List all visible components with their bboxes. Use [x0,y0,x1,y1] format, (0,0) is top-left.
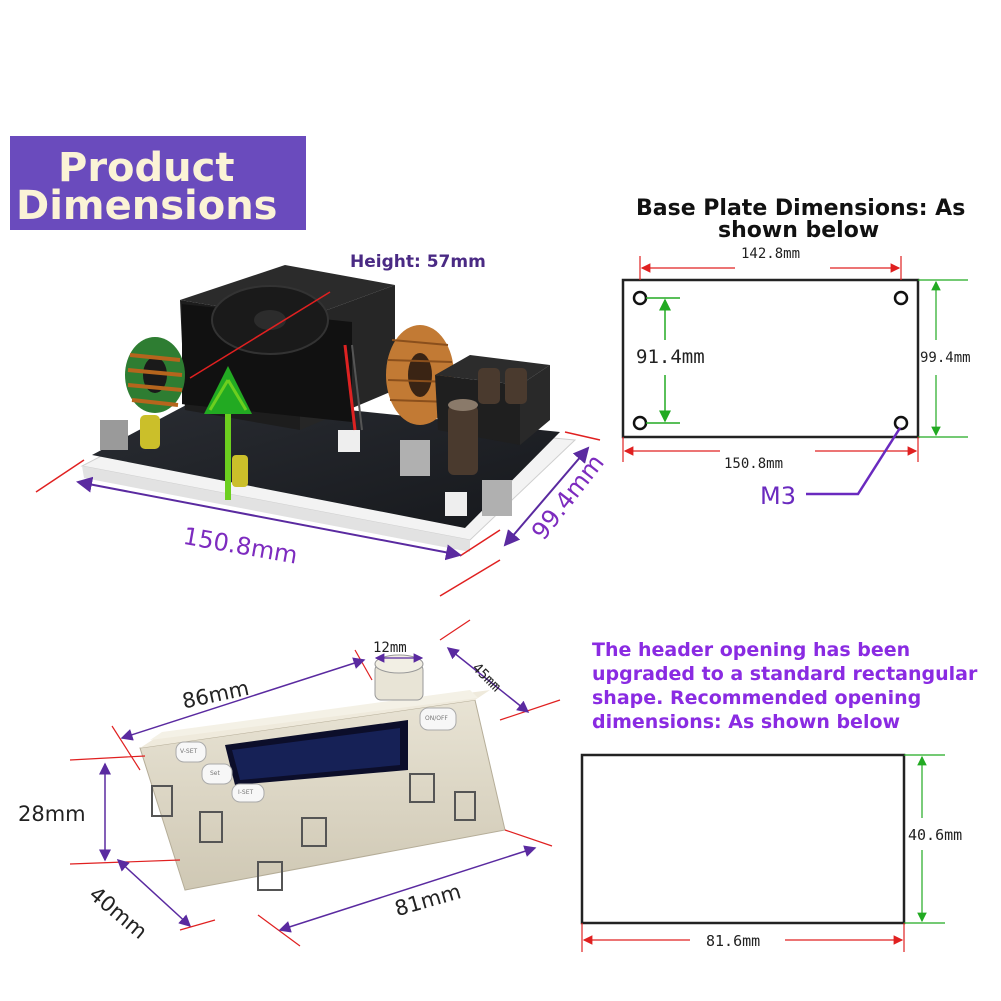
opening-drawing [580,753,945,952]
opening-note: The header opening has been upgraded to … [592,638,992,734]
module-dimension-lines [69,619,561,947]
hole-spacing-y-label: 91.4mm [636,346,705,368]
opening-width-label: 81.6mm [706,932,761,950]
button-set: Set [210,770,220,777]
board-illustration [80,265,577,552]
opening-note-line3: shape. Recommended opening [592,687,922,709]
knob-diameter-label: 12mm [373,640,407,656]
button-iset: I-SET [238,789,254,796]
plate-height-label: 99.4mm [920,350,971,366]
base-plate-drawing [621,256,968,496]
button-vset: V-SET [180,748,198,755]
base-plate-title-line1: Base Plate Dimensions: As [636,196,966,221]
hole-spacing-x-label: 142.8mm [741,246,801,262]
banner-title-line1: Product [58,145,235,191]
module-height-label: 28mm [18,802,86,826]
opening-note-line2: upgraded to a standard rectangular [592,663,978,685]
board-dimension-lines [35,431,601,597]
plate-width-label: 150.8mm [724,456,784,472]
button-onoff: ON/OFF [425,715,448,722]
title-banner [10,136,306,230]
banner-title-line2: Dimensions [16,183,278,229]
opening-height-label: 40.6mm [908,826,963,844]
opening-note-line1: The header opening has been [592,639,911,661]
base-plate-title-line2: shown below [718,218,880,243]
height-label: Height: 57mm [350,252,486,272]
opening-note-line4: dimensions: As shown below [592,711,901,733]
screw-size-label: M3 [760,482,796,510]
